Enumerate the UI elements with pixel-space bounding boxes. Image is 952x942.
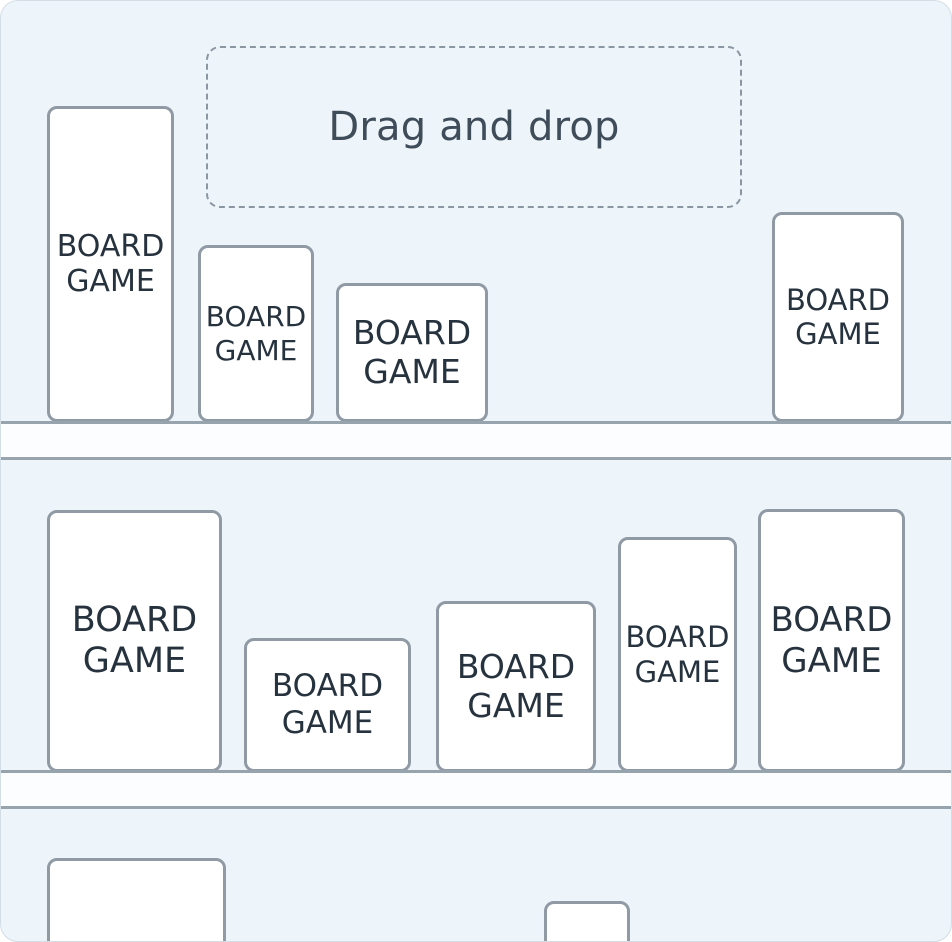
board-game-card[interactable]: BOARD GAME [47,510,222,772]
board-game-card[interactable]: BOARD GAME [198,245,314,422]
board-game-card[interactable]: BOARD GAME [758,509,905,772]
board-game-label: BOARD GAME [456,646,576,725]
shelf-top [1,421,951,460]
board-game-card[interactable] [47,858,226,941]
board-game-card[interactable]: BOARD GAME [772,212,904,422]
board-game-label: BOARD GAME [205,300,307,367]
board-game-card[interactable]: BOARD GAME [436,601,596,772]
board-game-card[interactable]: BOARD GAME [244,638,411,772]
board-game-label: BOARD GAME [56,228,165,299]
shelf-middle [1,770,951,809]
board-game-label: BOARD GAME [770,600,893,681]
board-game-card[interactable]: BOARD GAME [618,537,737,772]
board-game-card[interactable] [544,901,630,941]
board-game-card[interactable]: BOARD GAME [47,106,174,422]
board-game-label: BOARD GAME [352,312,472,391]
board-game-label: BOARD GAME [785,282,891,351]
drag-and-drop-zone[interactable]: Drag and drop [206,46,742,208]
board-game-label: BOARD GAME [71,599,198,681]
board-game-label: BOARD GAME [271,668,384,741]
board-game-card[interactable]: BOARD GAME [336,283,488,422]
drop-zone-label: Drag and drop [328,104,620,150]
board-game-label: BOARD GAME [625,620,730,689]
